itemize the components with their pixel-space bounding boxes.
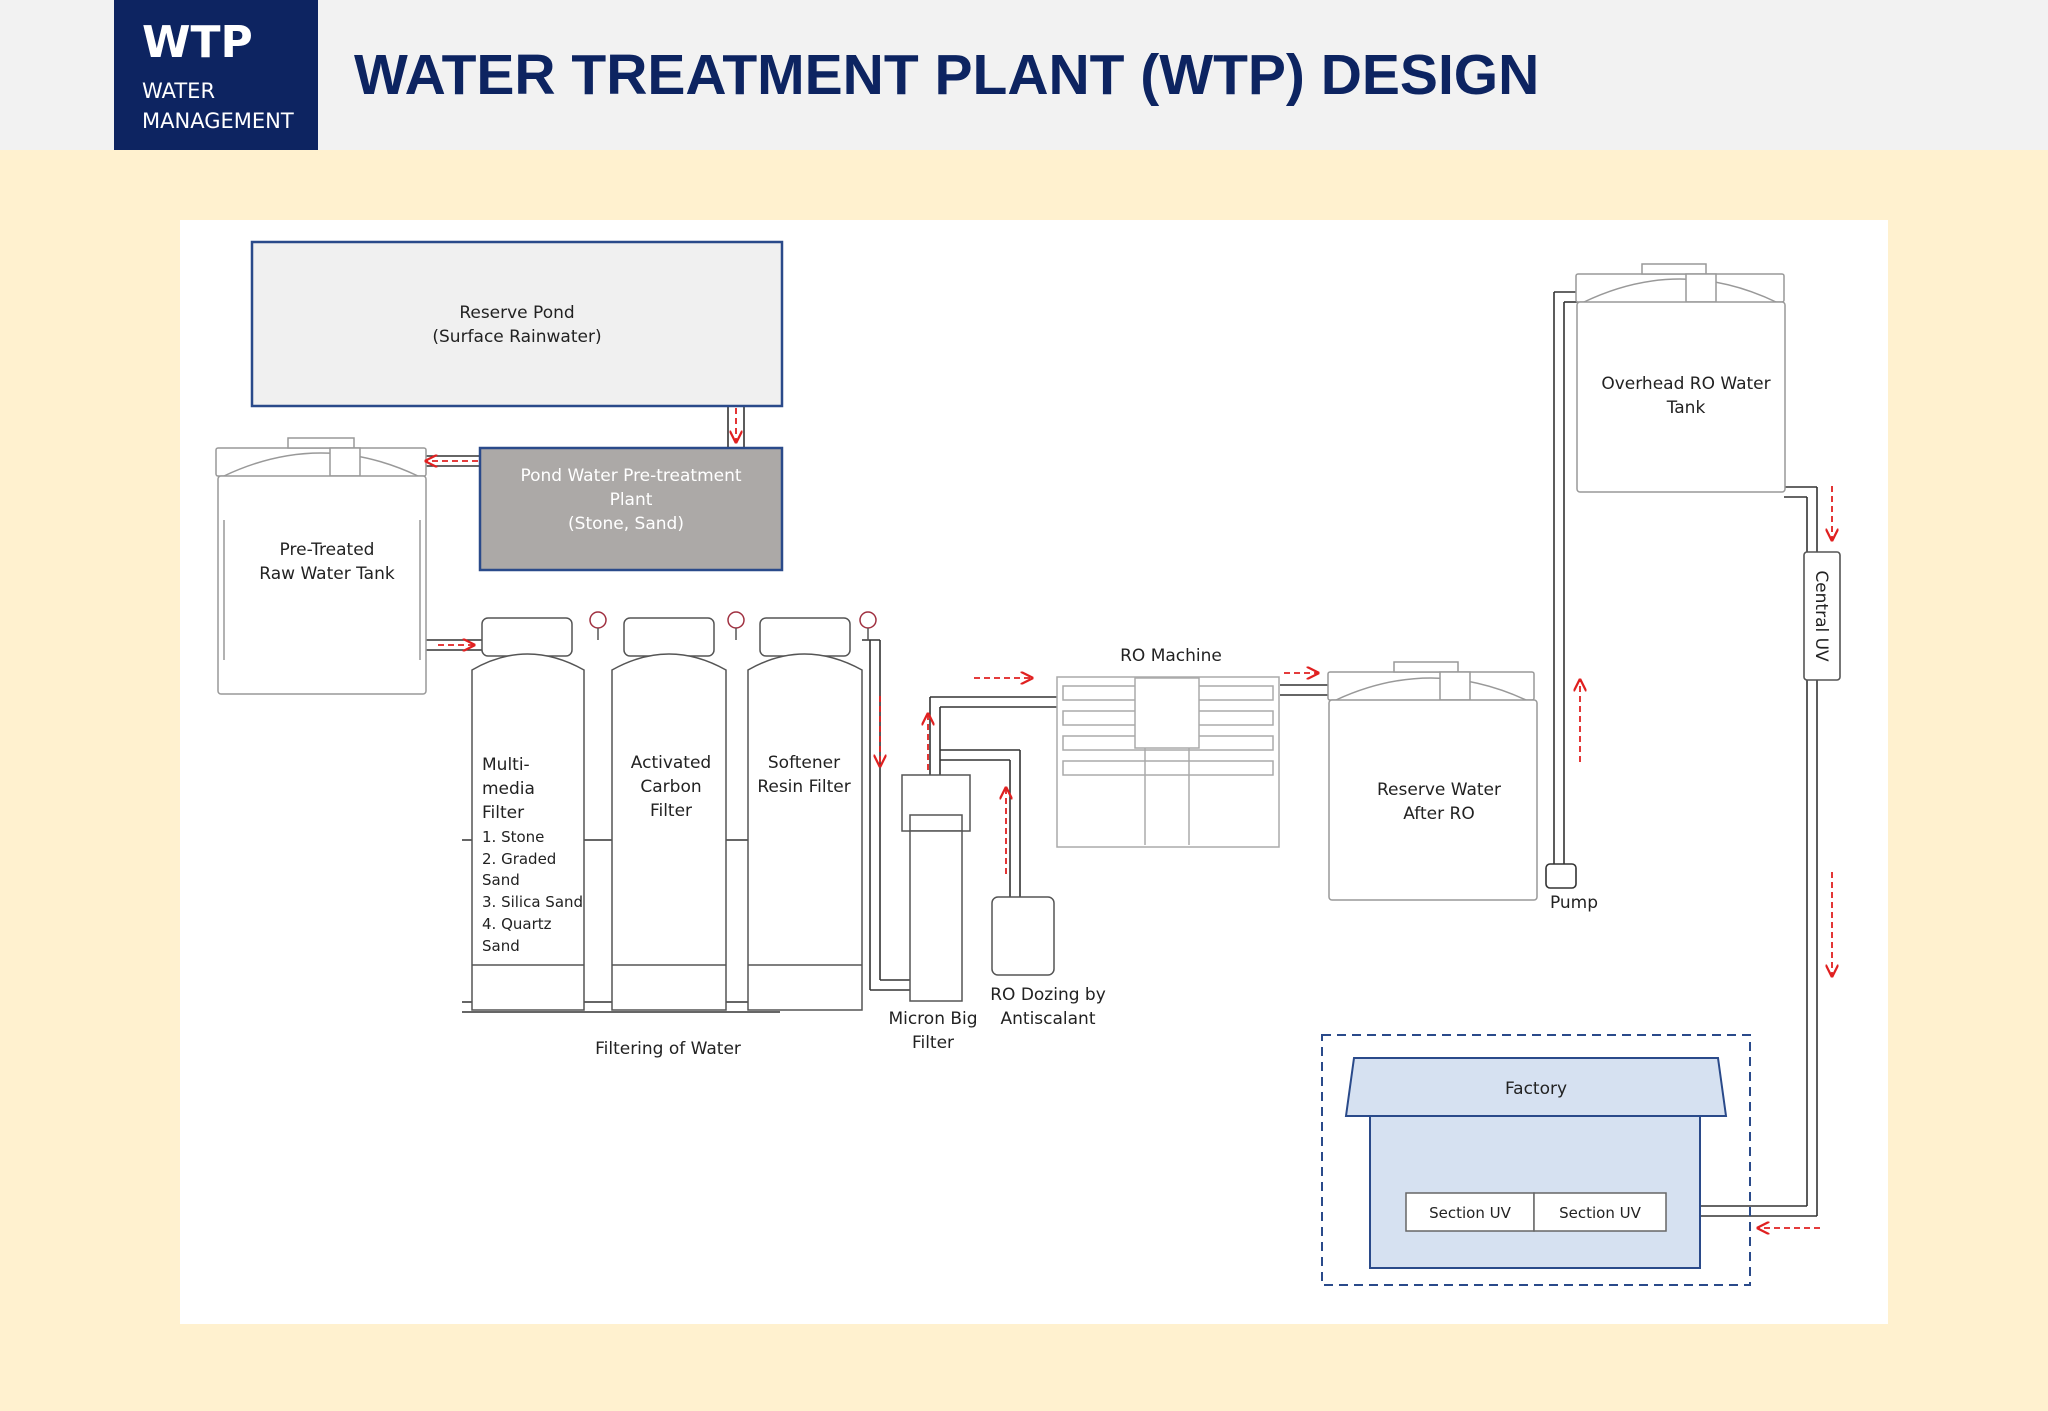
diagram-panel: Reserve Pond (Surface Rainwater) Pond Wa… bbox=[180, 220, 1888, 1324]
factory-label: Factory bbox=[1505, 1079, 1567, 1099]
multimedia-item: 4. Quartz bbox=[482, 915, 552, 933]
pipe-network bbox=[426, 291, 1818, 1217]
logo-subtitle-line2: MANAGEMENT bbox=[142, 109, 294, 133]
carbon-label-1: Activated bbox=[631, 753, 711, 773]
ro-dozing-tank: RO Dozing by Antiscalant bbox=[990, 896, 1106, 1029]
reserve-pond: Reserve Pond (Surface Rainwater) bbox=[250, 240, 784, 408]
multimedia-item: 3. Silica Sand bbox=[482, 893, 583, 911]
overhead-tank-label-1: Overhead RO Water bbox=[1601, 374, 1770, 394]
reserve-after-ro-label-1: Reserve Water bbox=[1377, 780, 1501, 800]
overhead-tank-label-2: Tank bbox=[1666, 398, 1706, 418]
pretreatment-label-3: (Stone, Sand) bbox=[568, 514, 684, 534]
filtering-label: Filtering of Water bbox=[595, 1039, 741, 1059]
ro-machine-label: RO Machine bbox=[1120, 646, 1222, 666]
pump: Pump bbox=[1545, 863, 1598, 913]
reserve-pond-label: Reserve Pond bbox=[459, 303, 574, 323]
multimedia-label-1: Multi- bbox=[482, 755, 530, 775]
micron-label-2: Filter bbox=[912, 1033, 954, 1053]
factory: Factory Section UV Section UV bbox=[1321, 1034, 1751, 1286]
carbon-label-2: Carbon bbox=[640, 777, 701, 797]
central-uv-label: Central UV bbox=[1811, 570, 1831, 662]
carbon-filter: Activated Carbon Filter bbox=[611, 611, 745, 1011]
multimedia-item: 1. Stone bbox=[482, 828, 544, 846]
ro-dozing-label-2: Antiscalant bbox=[1001, 1009, 1096, 1029]
pretreatment-label-2: Plant bbox=[610, 490, 653, 510]
multimedia-label-3: Filter bbox=[482, 803, 524, 823]
wtp-flow-diagram: Reserve Pond (Surface Rainwater) Pond Wa… bbox=[215, 240, 1841, 1286]
reserve-after-ro-label-2: After RO bbox=[1403, 804, 1474, 824]
pretreated-tank: Pre-Treated Raw Water Tank bbox=[215, 437, 427, 695]
logo-block: WTP WATER MANAGEMENT bbox=[114, 0, 318, 150]
reserve-pond-sublabel: (Surface Rainwater) bbox=[432, 327, 601, 347]
page-title: WATER TREATMENT PLANT (WTP) DESIGN bbox=[354, 43, 1540, 107]
softener-label-2: Resin Filter bbox=[757, 777, 850, 797]
pressure-gauge-icon bbox=[727, 611, 745, 640]
pressure-gauge-icon bbox=[589, 611, 607, 640]
softener-label-1: Softener bbox=[768, 753, 840, 773]
pretreatment-label-1: Pond Water Pre-treatment bbox=[520, 466, 741, 486]
pump-label: Pump bbox=[1550, 893, 1598, 913]
central-uv: Central UV bbox=[1803, 551, 1841, 681]
pressure-gauge-icon bbox=[859, 611, 877, 640]
pretreatment-plant: Pond Water Pre-treatment Plant (Stone, S… bbox=[478, 446, 784, 572]
ro-dozing-label-1: RO Dozing by bbox=[990, 985, 1106, 1005]
section-uv-2-label: Section UV bbox=[1559, 1204, 1641, 1222]
carbon-label-3: Filter bbox=[650, 801, 692, 821]
multimedia-item: Sand bbox=[482, 937, 520, 955]
flow-arrows bbox=[426, 408, 1832, 1228]
pretreated-tank-label-1: Pre-Treated bbox=[280, 540, 375, 560]
pretreated-tank-label-2: Raw Water Tank bbox=[259, 564, 395, 584]
reserve-after-ro-tank: Reserve Water After RO bbox=[1327, 661, 1538, 901]
ro-machine: RO Machine bbox=[1056, 646, 1280, 848]
section-uv-1-label: Section UV bbox=[1429, 1204, 1511, 1222]
overhead-tank: Overhead RO Water Tank bbox=[1575, 263, 1786, 493]
multimedia-filter: Multi- media Filter 1. Stone 2. Graded S… bbox=[471, 611, 607, 1011]
multimedia-label-2: media bbox=[482, 779, 535, 799]
header-bar: WTP WATER MANAGEMENT WATER TREATMENT PLA… bbox=[0, 0, 2048, 150]
micron-label-1: Micron Big bbox=[888, 1009, 977, 1029]
logo-subtitle: WATER MANAGEMENT bbox=[142, 76, 294, 136]
logo-subtitle-line1: WATER bbox=[142, 79, 216, 103]
multimedia-item: Sand bbox=[482, 871, 520, 889]
softener-filter: Softener Resin Filter bbox=[747, 611, 877, 1011]
logo-title: WTP bbox=[142, 17, 253, 68]
micron-filter: Micron Big Filter bbox=[888, 774, 978, 1053]
multimedia-item: 2. Graded bbox=[482, 850, 556, 868]
